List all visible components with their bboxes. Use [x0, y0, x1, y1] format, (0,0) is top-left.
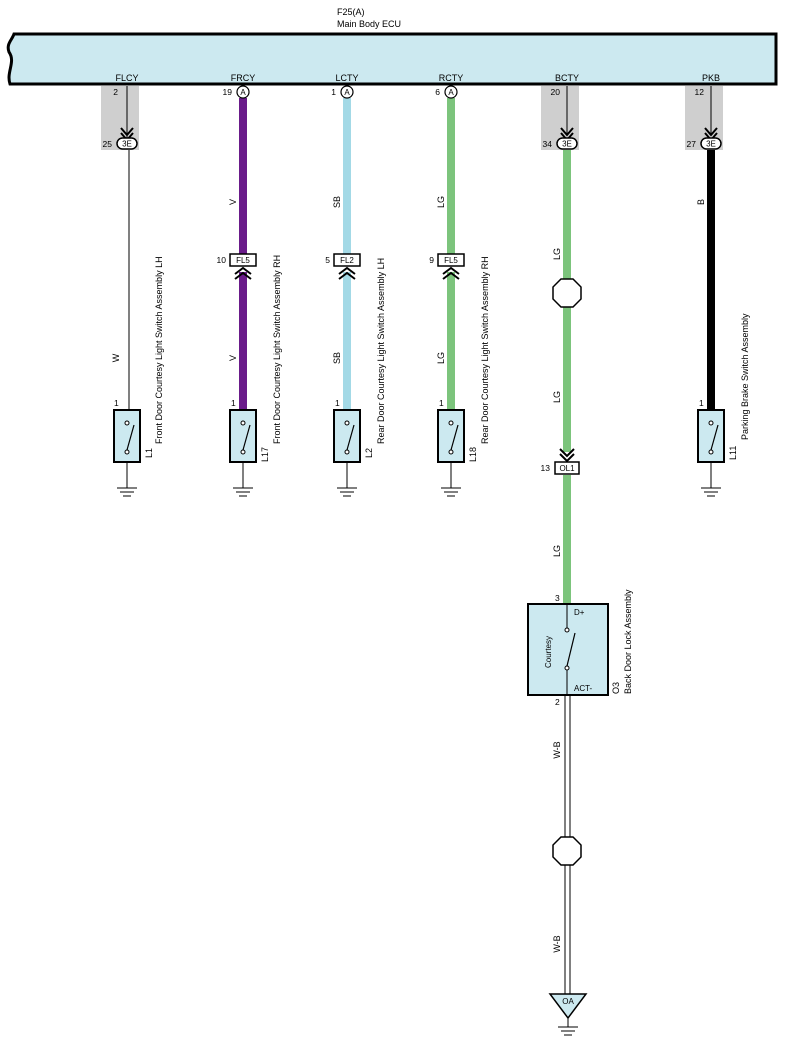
switch-l1[interactable]: [113, 409, 141, 497]
inline-label-ol1: OL1: [559, 464, 575, 473]
terminal-lcty: LCTY: [335, 73, 358, 83]
wire-label-bcty-upper: LG: [552, 248, 562, 260]
terminal-flcy: FLCY: [115, 73, 138, 83]
splice-point-wb[interactable]: [552, 836, 582, 866]
wire-label-bcty-lower: LG: [552, 545, 562, 557]
terminal-bcty: BCTY: [555, 73, 579, 83]
lock-inner-label: Courtesy: [544, 636, 553, 668]
switch-name-l11: Parking Brake Switch Assembly: [740, 313, 750, 440]
terminal-frcy: FRCY: [231, 73, 256, 83]
junction-3e-pkb[interactable]: 3E: [700, 127, 722, 150]
ecu-pin-flcy: 2: [113, 87, 118, 97]
ground-point-oa[interactable]: OA: [548, 993, 588, 1036]
ecu-box[interactable]: [6, 32, 778, 86]
wire-label-wb-lower: W-B: [552, 935, 562, 952]
wire-label-rcty-lower: LG: [436, 352, 446, 364]
inline-label-rcty: FL5: [444, 256, 458, 265]
inline-label-frcy: FL5: [236, 256, 250, 265]
ground-point-label: OA: [562, 997, 574, 1006]
switch-name-l2: Rear Door Courtesy Light Switch Assembly…: [376, 258, 386, 444]
switch-name-l17: Front Door Courtesy Light Switch Assembl…: [272, 255, 282, 444]
terminal-rcty: RCTY: [439, 73, 464, 83]
switch-pin-l18: 1: [439, 398, 444, 408]
ecu-pin-lcty: 1: [331, 87, 336, 97]
inline-connector-ol1[interactable]: OL1: [554, 448, 580, 475]
switch-pin-l2: 1: [335, 398, 340, 408]
wire-label-wb-upper: W-B: [552, 741, 562, 758]
junction-pin-flcy: 25: [103, 139, 113, 149]
junction-label-bcty: 3E: [562, 140, 572, 149]
inline-connector-frcy[interactable]: FL5: [229, 253, 257, 280]
switch-pin-l17: 1: [231, 398, 236, 408]
ecu-pin-rcty: 6: [435, 87, 440, 97]
pin-badge-label-frcy: A: [240, 88, 246, 97]
terminal-pkb: PKB: [702, 73, 720, 83]
switch-pin-l11: 1: [699, 398, 704, 408]
junction-label-flcy: 3E: [122, 140, 132, 149]
wire-label-lcty-upper: SB: [332, 196, 342, 208]
junction-label-pkb: 3E: [706, 140, 716, 149]
switch-id-l17: L17: [260, 447, 270, 462]
back-door-lock-assembly[interactable]: [527, 603, 609, 696]
pin-badge-label-lcty: A: [344, 88, 350, 97]
ecu-pin-frcy: 19: [223, 87, 233, 97]
pin-badge-frcy: [236, 85, 250, 99]
wire-label-bcty-mid: LG: [552, 391, 562, 403]
lock-pin-top: 3: [555, 593, 560, 603]
switch-l11[interactable]: [697, 409, 725, 497]
wire-label-lcty-lower: SB: [332, 352, 342, 364]
ecu-pin-pkb: 12: [695, 87, 705, 97]
pin-badge-lcty: [340, 85, 354, 99]
switch-id-l18: L18: [468, 447, 478, 462]
wire-label-flcy: W: [111, 353, 121, 362]
switch-name-l1: Front Door Courtesy Light Switch Assembl…: [154, 256, 164, 444]
ecu-pin-bcty: 20: [551, 87, 561, 97]
junction-3e-bcty[interactable]: 3E: [556, 127, 578, 150]
wire-label-frcy-lower: V: [228, 355, 238, 361]
switch-id-l1: L1: [144, 448, 154, 458]
lock-label-top: D+: [574, 608, 585, 617]
lock-pin-bottom: 2: [555, 697, 560, 707]
switch-l17[interactable]: [229, 409, 257, 497]
lock-label-bottom: ACT-: [574, 684, 593, 693]
switch-id-l11: L11: [728, 446, 738, 460]
inline-label-lcty: FL2: [340, 256, 354, 265]
splice-point-lg[interactable]: [552, 278, 582, 308]
pin-badge-label-rcty: A: [448, 88, 454, 97]
pin-badge-rcty: [444, 85, 458, 99]
switch-name-l18: Rear Door Courtesy Light Switch Assembly…: [480, 256, 490, 444]
junction-pin-pkb: 27: [687, 139, 697, 149]
switch-id-l2: L2: [364, 448, 374, 458]
lock-id: O3: [611, 682, 621, 694]
inline-connector-lcty[interactable]: FL2: [333, 253, 361, 280]
inline-pin-rcty: 9: [429, 255, 434, 265]
wire-label-frcy-upper: V: [228, 199, 238, 205]
lock-name: Back Door Lock Assembly: [623, 589, 633, 694]
ecu-name: Main Body ECU: [337, 19, 401, 29]
inline-connector-rcty[interactable]: FL5: [437, 253, 465, 280]
switch-l18[interactable]: [437, 409, 465, 497]
switch-l2[interactable]: [333, 409, 361, 497]
inline-pin-frcy: 10: [217, 255, 227, 265]
wire-label-rcty-upper: LG: [436, 196, 446, 208]
wire-label-pkb: B: [696, 199, 706, 205]
junction-3e-flcy[interactable]: 3E: [116, 127, 138, 150]
inline-pin-ol1: 13: [541, 463, 551, 473]
ecu-id: F25(A): [337, 7, 365, 17]
switch-pin-l1: 1: [114, 398, 119, 408]
inline-pin-lcty: 5: [325, 255, 330, 265]
junction-pin-bcty: 34: [543, 139, 553, 149]
